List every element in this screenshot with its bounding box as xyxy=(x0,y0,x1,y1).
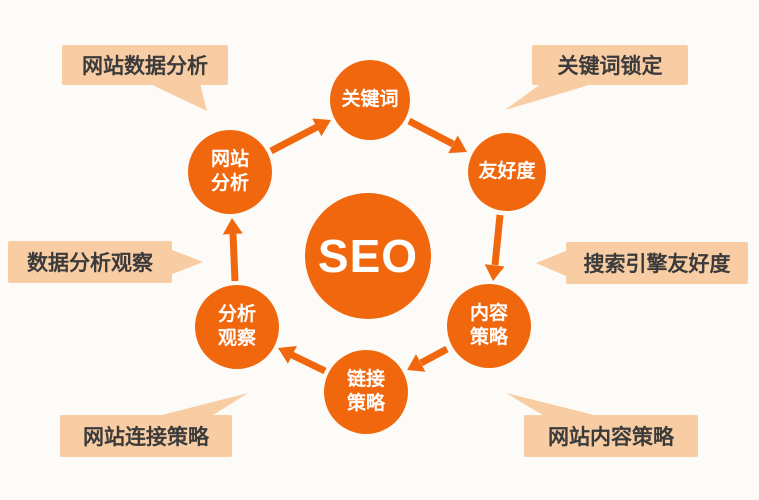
callout-tail-data-analysis-observation xyxy=(170,249,203,275)
node-link-strategy: 链接 策略 xyxy=(324,350,408,434)
arrow-keyword-to-friendliness xyxy=(407,117,467,154)
arrow-content-strategy-to-link-strategy xyxy=(407,345,449,372)
callout-site-content-strategy-label: 网站内容策略 xyxy=(548,426,674,449)
node-friendliness-label: 友好度 xyxy=(478,161,536,183)
arrow-link-strategy-to-analysis-observation xyxy=(278,346,327,375)
callout-keyword-lock-label: 关键词锁定 xyxy=(557,55,663,78)
callout-search-engine-friendliness: 搜索引擎友好度 xyxy=(566,242,748,284)
callout-search-engine-friendliness-label: 搜索引擎友好度 xyxy=(583,253,731,276)
node-link-strategy-line2: 策略 xyxy=(346,393,385,414)
callout-tail-search-engine-friendliness xyxy=(536,250,568,277)
node-seo-center-label: SEO xyxy=(317,230,419,282)
node-site-analysis-line2: 分析 xyxy=(210,173,249,194)
callout-keyword-lock: 关键词锁定 xyxy=(532,45,688,85)
callout-data-analysis-observation: 数据分析观察 xyxy=(8,241,172,283)
arrow-friendliness-to-content-strategy xyxy=(484,214,505,281)
node-seo-center: SEO xyxy=(305,193,431,319)
node-analysis-observation: 分析 观察 xyxy=(195,285,279,369)
callout-data-analysis-observation-label: 数据分析观察 xyxy=(27,252,153,275)
callout-tail-site-data-analysis xyxy=(148,83,207,111)
node-friendliness: 友好度 xyxy=(468,133,546,211)
node-keyword: 关键词 xyxy=(330,60,410,140)
node-site-analysis: 网站 分析 xyxy=(188,130,272,214)
callout-tail-site-link-strategy xyxy=(154,393,248,417)
arrow-analysis-observation-to-site-analysis xyxy=(222,218,243,282)
node-content-strategy: 内容 策略 xyxy=(447,284,531,368)
callout-tail-keyword-lock xyxy=(505,83,596,110)
callout-site-content-strategy: 网站内容策略 xyxy=(524,415,698,457)
callout-site-link-strategy-label: 网站连接策略 xyxy=(83,426,209,449)
node-keyword-label: 关键词 xyxy=(341,89,399,111)
node-analysis-observation-line2: 观察 xyxy=(217,328,256,349)
arrow-site-analysis-to-keyword xyxy=(269,118,331,155)
node-site-analysis-line1: 网站 xyxy=(210,149,249,171)
node-link-strategy-line1: 链接 xyxy=(346,369,385,391)
node-content-strategy-line1: 内容 xyxy=(469,303,508,325)
callout-tail-site-content-strategy xyxy=(506,393,602,417)
callout-site-data-analysis-label: 网站数据分析 xyxy=(82,55,208,78)
node-analysis-observation-line1: 分析 xyxy=(217,304,256,326)
callout-site-link-strategy: 网站连接策略 xyxy=(60,415,232,457)
callout-site-data-analysis: 网站数据分析 xyxy=(62,45,228,85)
node-content-strategy-line2: 策略 xyxy=(469,327,508,348)
